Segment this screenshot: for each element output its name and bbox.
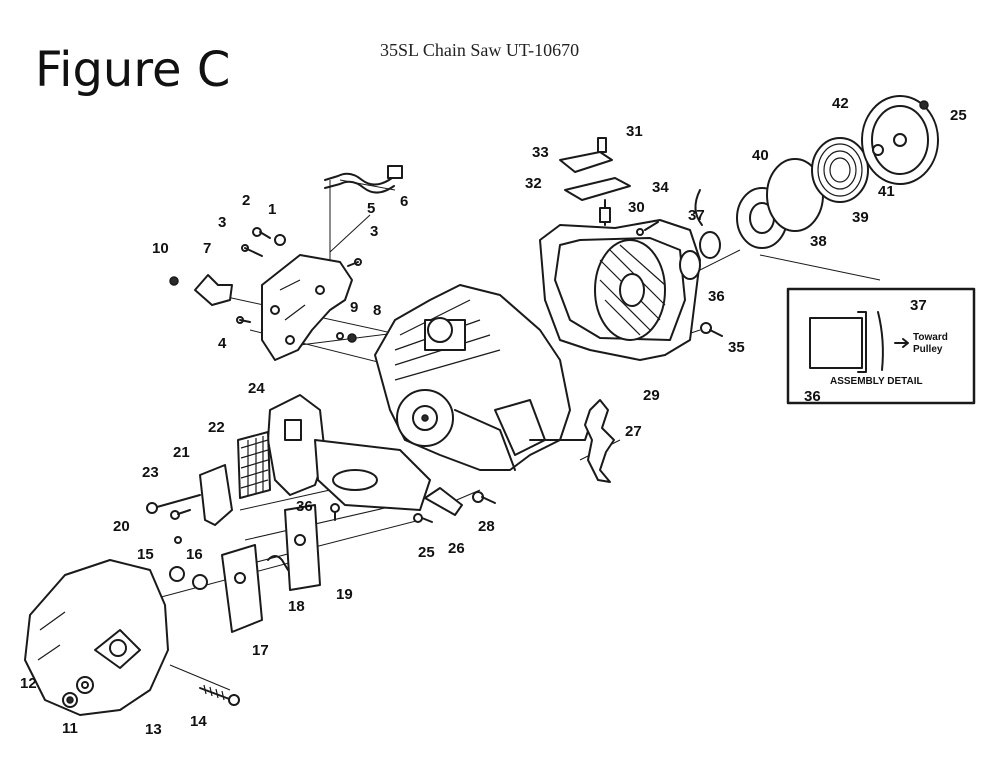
callout-29: 29 (643, 387, 660, 404)
callout-38: 38 (810, 233, 827, 250)
muffler-bolts (146, 494, 201, 544)
callout-18: 18 (288, 598, 305, 615)
clip-part (194, 274, 233, 306)
toward-label: Toward (913, 332, 948, 343)
callout-3: 3 (370, 223, 378, 240)
lower-screw-part (330, 503, 340, 521)
callout-24: 24 (248, 380, 265, 397)
callout-4: 4 (218, 335, 227, 352)
callout-27: 27 (625, 423, 642, 440)
callout-1: 1 (268, 201, 276, 218)
callout-12: 12 (20, 675, 37, 692)
callout-35: 35 (728, 339, 745, 356)
crankcase-part (374, 284, 591, 471)
callout-25: 25 (950, 107, 967, 124)
recoil-spring-part (811, 137, 869, 203)
muffler-screen-part (237, 431, 271, 499)
callout-39: 39 (852, 209, 869, 226)
lower-hardware (413, 487, 496, 523)
spark-arrestor-cover-part (199, 464, 233, 526)
callout-36: 36 (708, 288, 725, 305)
assembly-detail-label: ASSEMBLY DETAIL (830, 376, 923, 387)
bar-plate-part (284, 504, 321, 591)
callout-19: 19 (336, 586, 353, 603)
callout-40: 40 (752, 147, 769, 164)
callout-32: 32 (525, 175, 542, 192)
callout-36: 36 (804, 388, 821, 405)
callout-7: 7 (203, 240, 211, 257)
clutch-cover-part (24, 559, 169, 716)
choke-lever-part (559, 137, 659, 236)
callout-37: 37 (688, 207, 705, 224)
stud-nuts (169, 566, 208, 590)
recoil-cover-part (861, 95, 939, 185)
muffler-part (267, 394, 431, 511)
pulley-stack-part (679, 187, 788, 280)
small-screws (169, 227, 362, 343)
wire-harness-part (324, 165, 403, 194)
mounting-bracket-part (261, 254, 353, 361)
outer-bar-plate-part (221, 544, 263, 633)
assembly-detail-box: Toward Pulley ASSEMBLY DETAIL (786, 287, 976, 405)
callout-42: 42 (832, 95, 849, 112)
callout-6: 6 (400, 193, 408, 210)
callout-33: 33 (532, 144, 549, 161)
callout-13: 13 (145, 721, 162, 738)
adjuster-bolt-part (199, 684, 240, 706)
callout-16: 16 (186, 546, 203, 563)
adjusting-pin-part (267, 555, 289, 571)
starter-housing-part (539, 219, 701, 361)
callout-28: 28 (478, 518, 495, 535)
callout-5: 5 (367, 200, 375, 217)
callout-9: 9 (350, 299, 358, 316)
callout-30: 30 (628, 199, 645, 216)
callout-41: 41 (878, 183, 895, 200)
part-callouts: 1 2 3 3 4 5 6 7 8 9 10 11 12 13 14 15 16… (20, 95, 967, 738)
callout-22: 22 (208, 419, 225, 436)
callout-21: 21 (173, 444, 190, 461)
callout-36: 36 (296, 498, 313, 515)
callout-10: 10 (152, 240, 169, 257)
callout-8: 8 (373, 302, 381, 319)
callout-23: 23 (142, 464, 159, 481)
callout-17: 17 (252, 642, 269, 659)
callout-14: 14 (190, 713, 207, 730)
callout-3: 3 (218, 214, 226, 231)
callout-2: 2 (242, 192, 250, 209)
callout-11: 11 (62, 720, 78, 737)
callout-34: 34 (652, 179, 669, 196)
figure-label: Figure C (35, 42, 231, 98)
starter-screw-part (700, 322, 723, 337)
callout-15: 15 (137, 546, 154, 563)
pulley-label: Pulley (913, 344, 943, 355)
chain-catcher-part (584, 399, 615, 483)
callout-20: 20 (113, 518, 130, 535)
document-title: 35SL Chain Saw UT-10670 (380, 40, 580, 60)
callout-25: 25 (418, 544, 435, 561)
callout-26: 26 (448, 540, 465, 557)
clutch-cover-nut (62, 676, 94, 708)
callout-37: 37 (910, 297, 927, 314)
callout-31: 31 (626, 123, 643, 140)
